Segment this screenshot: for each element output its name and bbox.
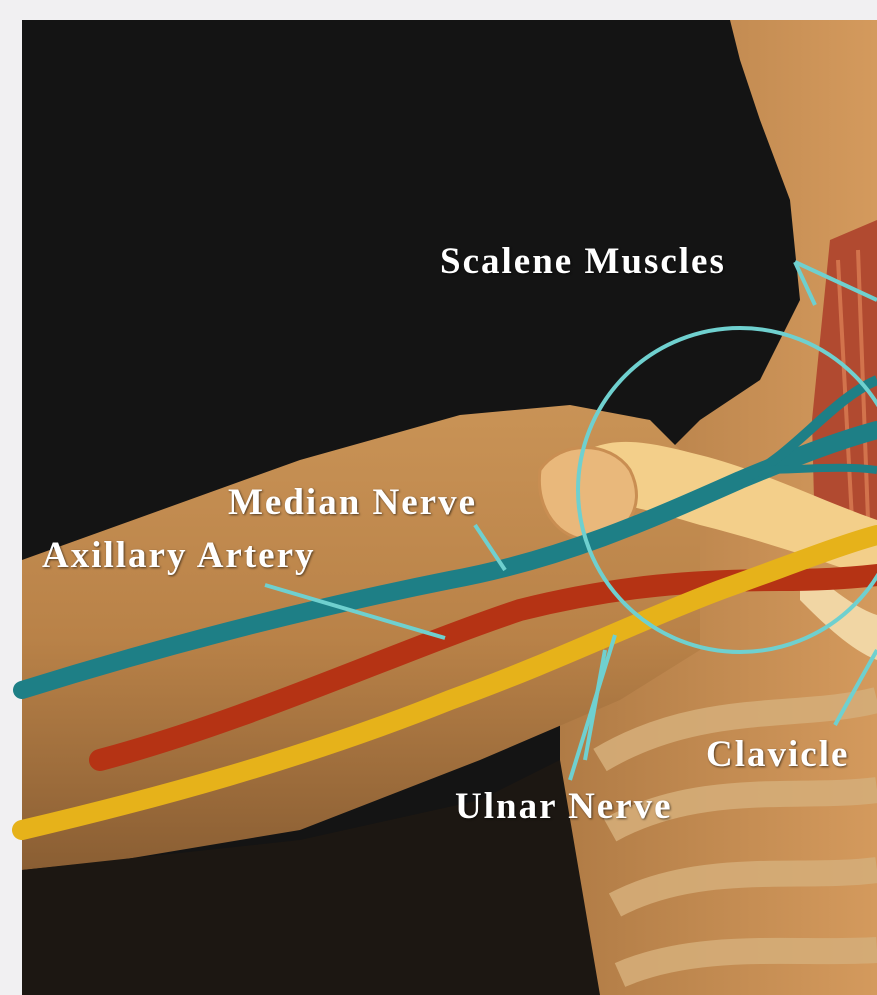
label-median-nerve: Median Nerve <box>228 484 477 521</box>
label-axillary-artery: Axillary Artery <box>42 537 316 574</box>
label-clavicle: Clavicle <box>706 736 849 773</box>
label-scalene-muscles: Scalene Muscles <box>440 243 726 280</box>
label-ulnar-nerve: Ulnar Nerve <box>455 788 673 825</box>
